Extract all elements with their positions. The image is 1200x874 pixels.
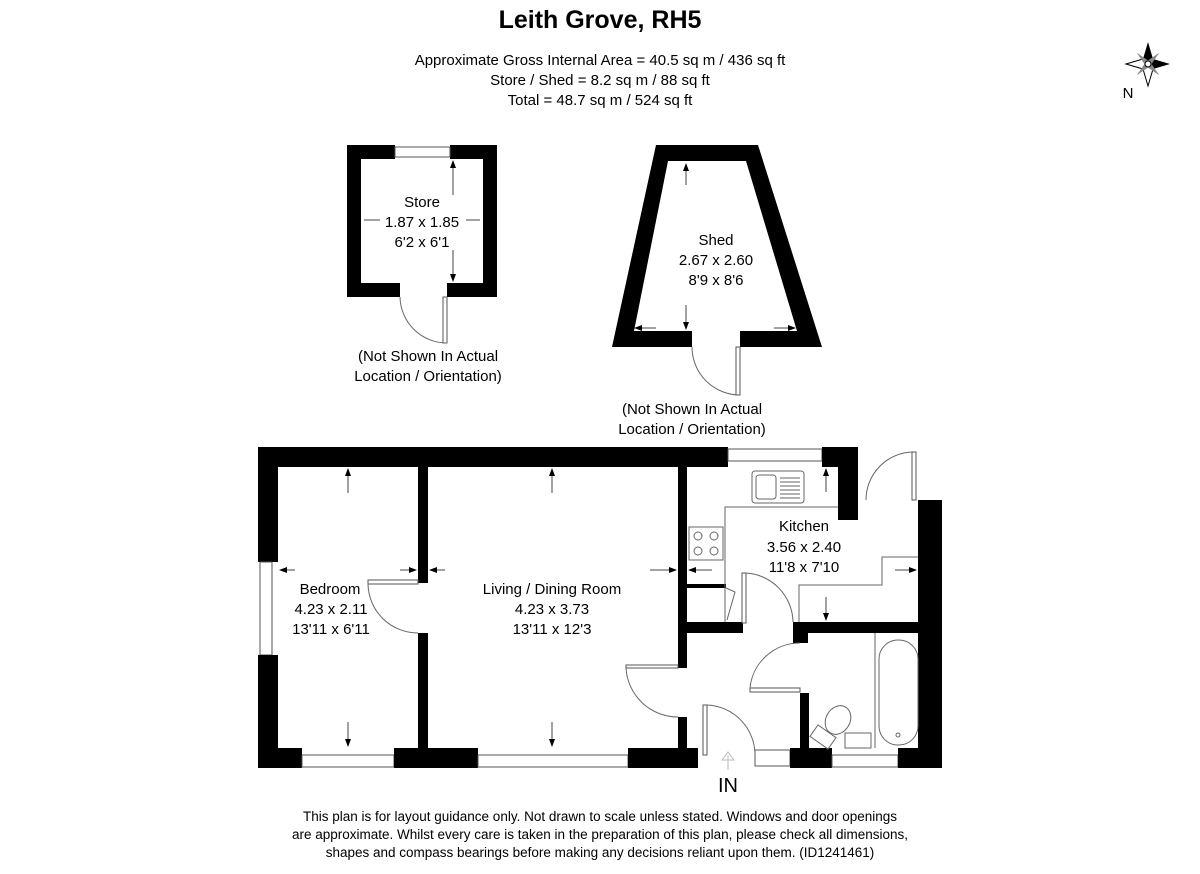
compass-north-label: N <box>1123 85 1134 102</box>
main-flat-walls <box>258 447 942 768</box>
disclaimer-line: This plan is for layout guidance only. N… <box>302 809 898 824</box>
compass-rose-icon <box>1124 42 1170 88</box>
kitchen-name: Kitchen <box>779 518 829 535</box>
shed-room-imperial: 8'9 x 8'6 <box>689 272 744 289</box>
store-room-name: Store <box>404 194 440 211</box>
shed-location-note: Location / Orientation) <box>618 421 766 438</box>
bedroom-metric: 4.23 x 2.11 <box>294 601 367 618</box>
shed-room-name: Shed <box>698 232 733 249</box>
disclaimer: This plan is for layout guidance only. N… <box>0 808 1200 862</box>
store-room-metric: 1.87 x 1.85 <box>385 214 459 231</box>
kitchen-imperial: 11'8 x 7'10 <box>769 559 840 576</box>
disclaimer-line: are approximate. Whilst every care is ta… <box>291 827 909 842</box>
doors-and-fittings <box>279 451 919 770</box>
disclaimer-line: shapes and compass bearings before makin… <box>325 845 875 860</box>
bedroom-name: Bedroom <box>300 581 361 598</box>
total-area: Total = 48.7 sq m / 524 sq ft <box>507 92 693 109</box>
shed-room-metric: 2.67 x 2.60 <box>679 252 753 269</box>
living-room-name: Living / Dining Room <box>483 581 621 598</box>
store-shed-area: Store / Shed = 8.2 sq m / 88 sq ft <box>490 72 710 89</box>
living-room-metric: 4.23 x 3.73 <box>515 601 589 618</box>
store-location-note: Location / Orientation) <box>354 368 502 385</box>
store-outbuilding <box>347 145 497 344</box>
plan-title: Leith Grove, RH5 <box>498 6 702 34</box>
entrance-label: IN <box>718 775 738 797</box>
dimension-arrows <box>279 468 917 770</box>
shed-location-note: (Not Shown In Actual <box>622 401 762 418</box>
gross-internal-area: Approximate Gross Internal Area = 40.5 s… <box>414 52 786 69</box>
store-location-note: (Not Shown In Actual <box>358 348 498 365</box>
kitchen-metric: 3.56 x 2.40 <box>767 539 841 556</box>
bedroom-imperial: 13'11 x 6'11 <box>292 621 370 638</box>
shed-outbuilding <box>612 145 822 396</box>
living-room-imperial: 13'11 x 12'3 <box>513 621 592 638</box>
store-room-imperial: 6'2 x 6'1 <box>395 234 450 251</box>
